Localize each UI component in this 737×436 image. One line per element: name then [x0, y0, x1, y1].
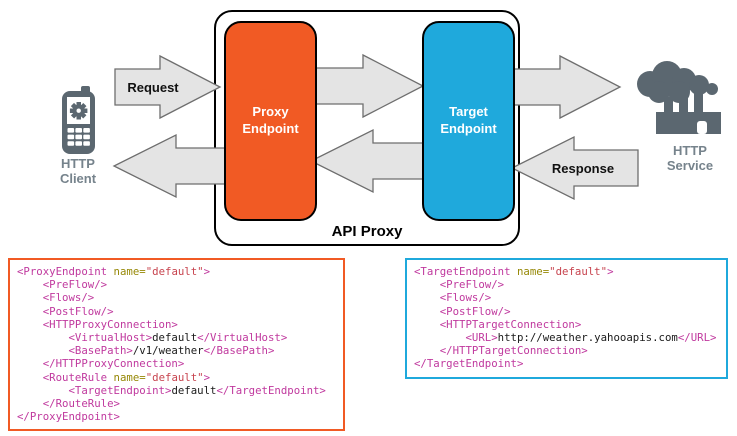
phone-keypad — [67, 128, 90, 146]
http-service-icon — [637, 61, 721, 134]
code-line: <ProxyEndpoint name="default"> — [17, 265, 211, 278]
cloud-icon — [637, 61, 718, 103]
target-endpoint-label: Target Endpoint — [440, 104, 497, 136]
code-line: <TargetEndpoint>default</TargetEndpoint> — [17, 383, 326, 397]
code-line: <BasePath>/v1/weather</BasePath> — [17, 344, 275, 358]
code-line: <URL>http://weather.yahooapis.com</URL> — [414, 331, 717, 345]
request-arrow — [114, 54, 222, 120]
code-line: <HTTPTargetConnection> — [414, 317, 582, 331]
request-label: Request — [127, 80, 179, 95]
api-proxy-diagram: Proxy Endpoint Target Endpoint Request R… — [59, 10, 721, 246]
api-proxy-label: API Proxy — [331, 223, 403, 240]
proxy-to-client-arrow — [112, 133, 228, 199]
http-client-label: HTTP Client — [59, 156, 97, 187]
target-to-service-arrow — [507, 54, 622, 120]
code-line: </HTTPProxyConnection> — [17, 357, 185, 371]
code-line: <PreFlow/> — [414, 278, 505, 292]
target-endpoint-box: Target Endpoint — [422, 21, 515, 221]
code-line: </RouteRule> — [17, 397, 120, 411]
proxy-endpoint-code-block: <ProxyEndpoint name="default"> <PreFlow/… — [8, 258, 345, 432]
proxy-endpoint-label: Proxy Endpoint — [242, 104, 299, 136]
http-service-label: HTTP Service — [666, 143, 714, 174]
proxy-endpoint-box: Proxy Endpoint — [224, 21, 317, 221]
diagram-canvas — [62, 10, 721, 246]
proxy-to-target-arrow — [309, 53, 425, 119]
gear-icon — [69, 102, 88, 120]
code-line: </TargetEndpoint> — [414, 357, 524, 371]
response-label: Response — [551, 161, 615, 176]
target-to-proxy-arrow — [309, 128, 426, 194]
response-arrow — [510, 135, 639, 201]
http-client-icon — [62, 86, 95, 154]
code-line: <TargetEndpoint name="default"> — [414, 265, 614, 278]
target-endpoint-code-block: <TargetEndpoint name="default"> <PreFlow… — [405, 258, 728, 379]
code-line: <PostFlow/> — [17, 304, 114, 318]
code-line: <HTTPProxyConnection> — [17, 317, 178, 331]
code-line: <PreFlow/> — [17, 278, 108, 292]
code-line: <VirtualHost>default</VirtualHost> — [17, 331, 288, 345]
code-line: <PostFlow/> — [414, 304, 511, 318]
code-line: <Flows/> — [17, 291, 95, 305]
factory-icon — [656, 92, 721, 134]
code-line: </HTTPTargetConnection> — [414, 344, 588, 358]
code-line: </ProxyEndpoint> — [17, 410, 120, 424]
code-line: <Flows/> — [414, 291, 492, 305]
code-line: <RouteRule name="default"> — [17, 370, 211, 384]
